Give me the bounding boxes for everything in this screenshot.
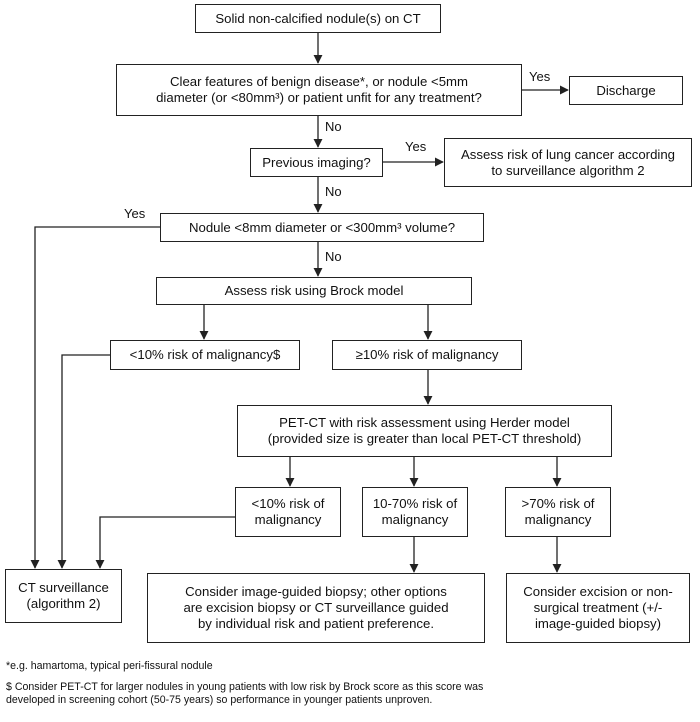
node-high-risk-brock: ≥10% risk of malignancy [332,340,522,370]
edge-label-no-prev: No [325,119,342,134]
node-image-guided-biopsy: Consider image-guided biopsy; other opti… [147,573,485,643]
node-benign-check: Clear features of benign disease*, or no… [116,64,522,116]
edge-label-yes-assess: Yes [405,139,427,154]
node-previous-imaging: Previous imaging? [250,148,383,177]
node-size-check: Nodule <8mm diameter or <300mm³ volume? [160,213,484,242]
footnote-dollar: $ Consider PET-CT for larger nodules in … [6,681,484,706]
footnote-star: *e.g. hamartoma, typical peri-fissural n… [6,660,213,672]
edge-low-to-ct [57,354,110,569]
node-discharge: Discharge [569,76,683,105]
node-low-risk-brock: <10% risk of malignancy$ [110,340,300,370]
node-herder-high: >70% risk of malignancy [505,487,611,537]
node-pet-ct-herder: PET-CT with risk assessment using Herder… [237,405,612,457]
edge-label-no-size: No [325,184,342,199]
node-brock-model: Assess risk using Brock model [156,277,472,305]
edge-herder-low-to-ct [95,516,235,569]
node-excision: Consider excision or non- surgical treat… [506,573,690,643]
node-ct-surveillance: CT surveillance (algorithm 2) [5,569,122,623]
edge-size-to-ct-yes [30,226,160,569]
node-herder-mid: 10-70% risk of malignancy [362,487,468,537]
node-assess-surveillance: Assess risk of lung cancer according to … [444,138,692,187]
edge-label-yes-ct: Yes [124,206,146,221]
node-start: Solid non-calcified nodule(s) on CT [195,4,441,33]
node-herder-low: <10% risk of malignancy [235,487,341,537]
edge-label-yes-discharge: Yes [529,69,551,84]
edge-label-no-brock: No [325,249,342,264]
